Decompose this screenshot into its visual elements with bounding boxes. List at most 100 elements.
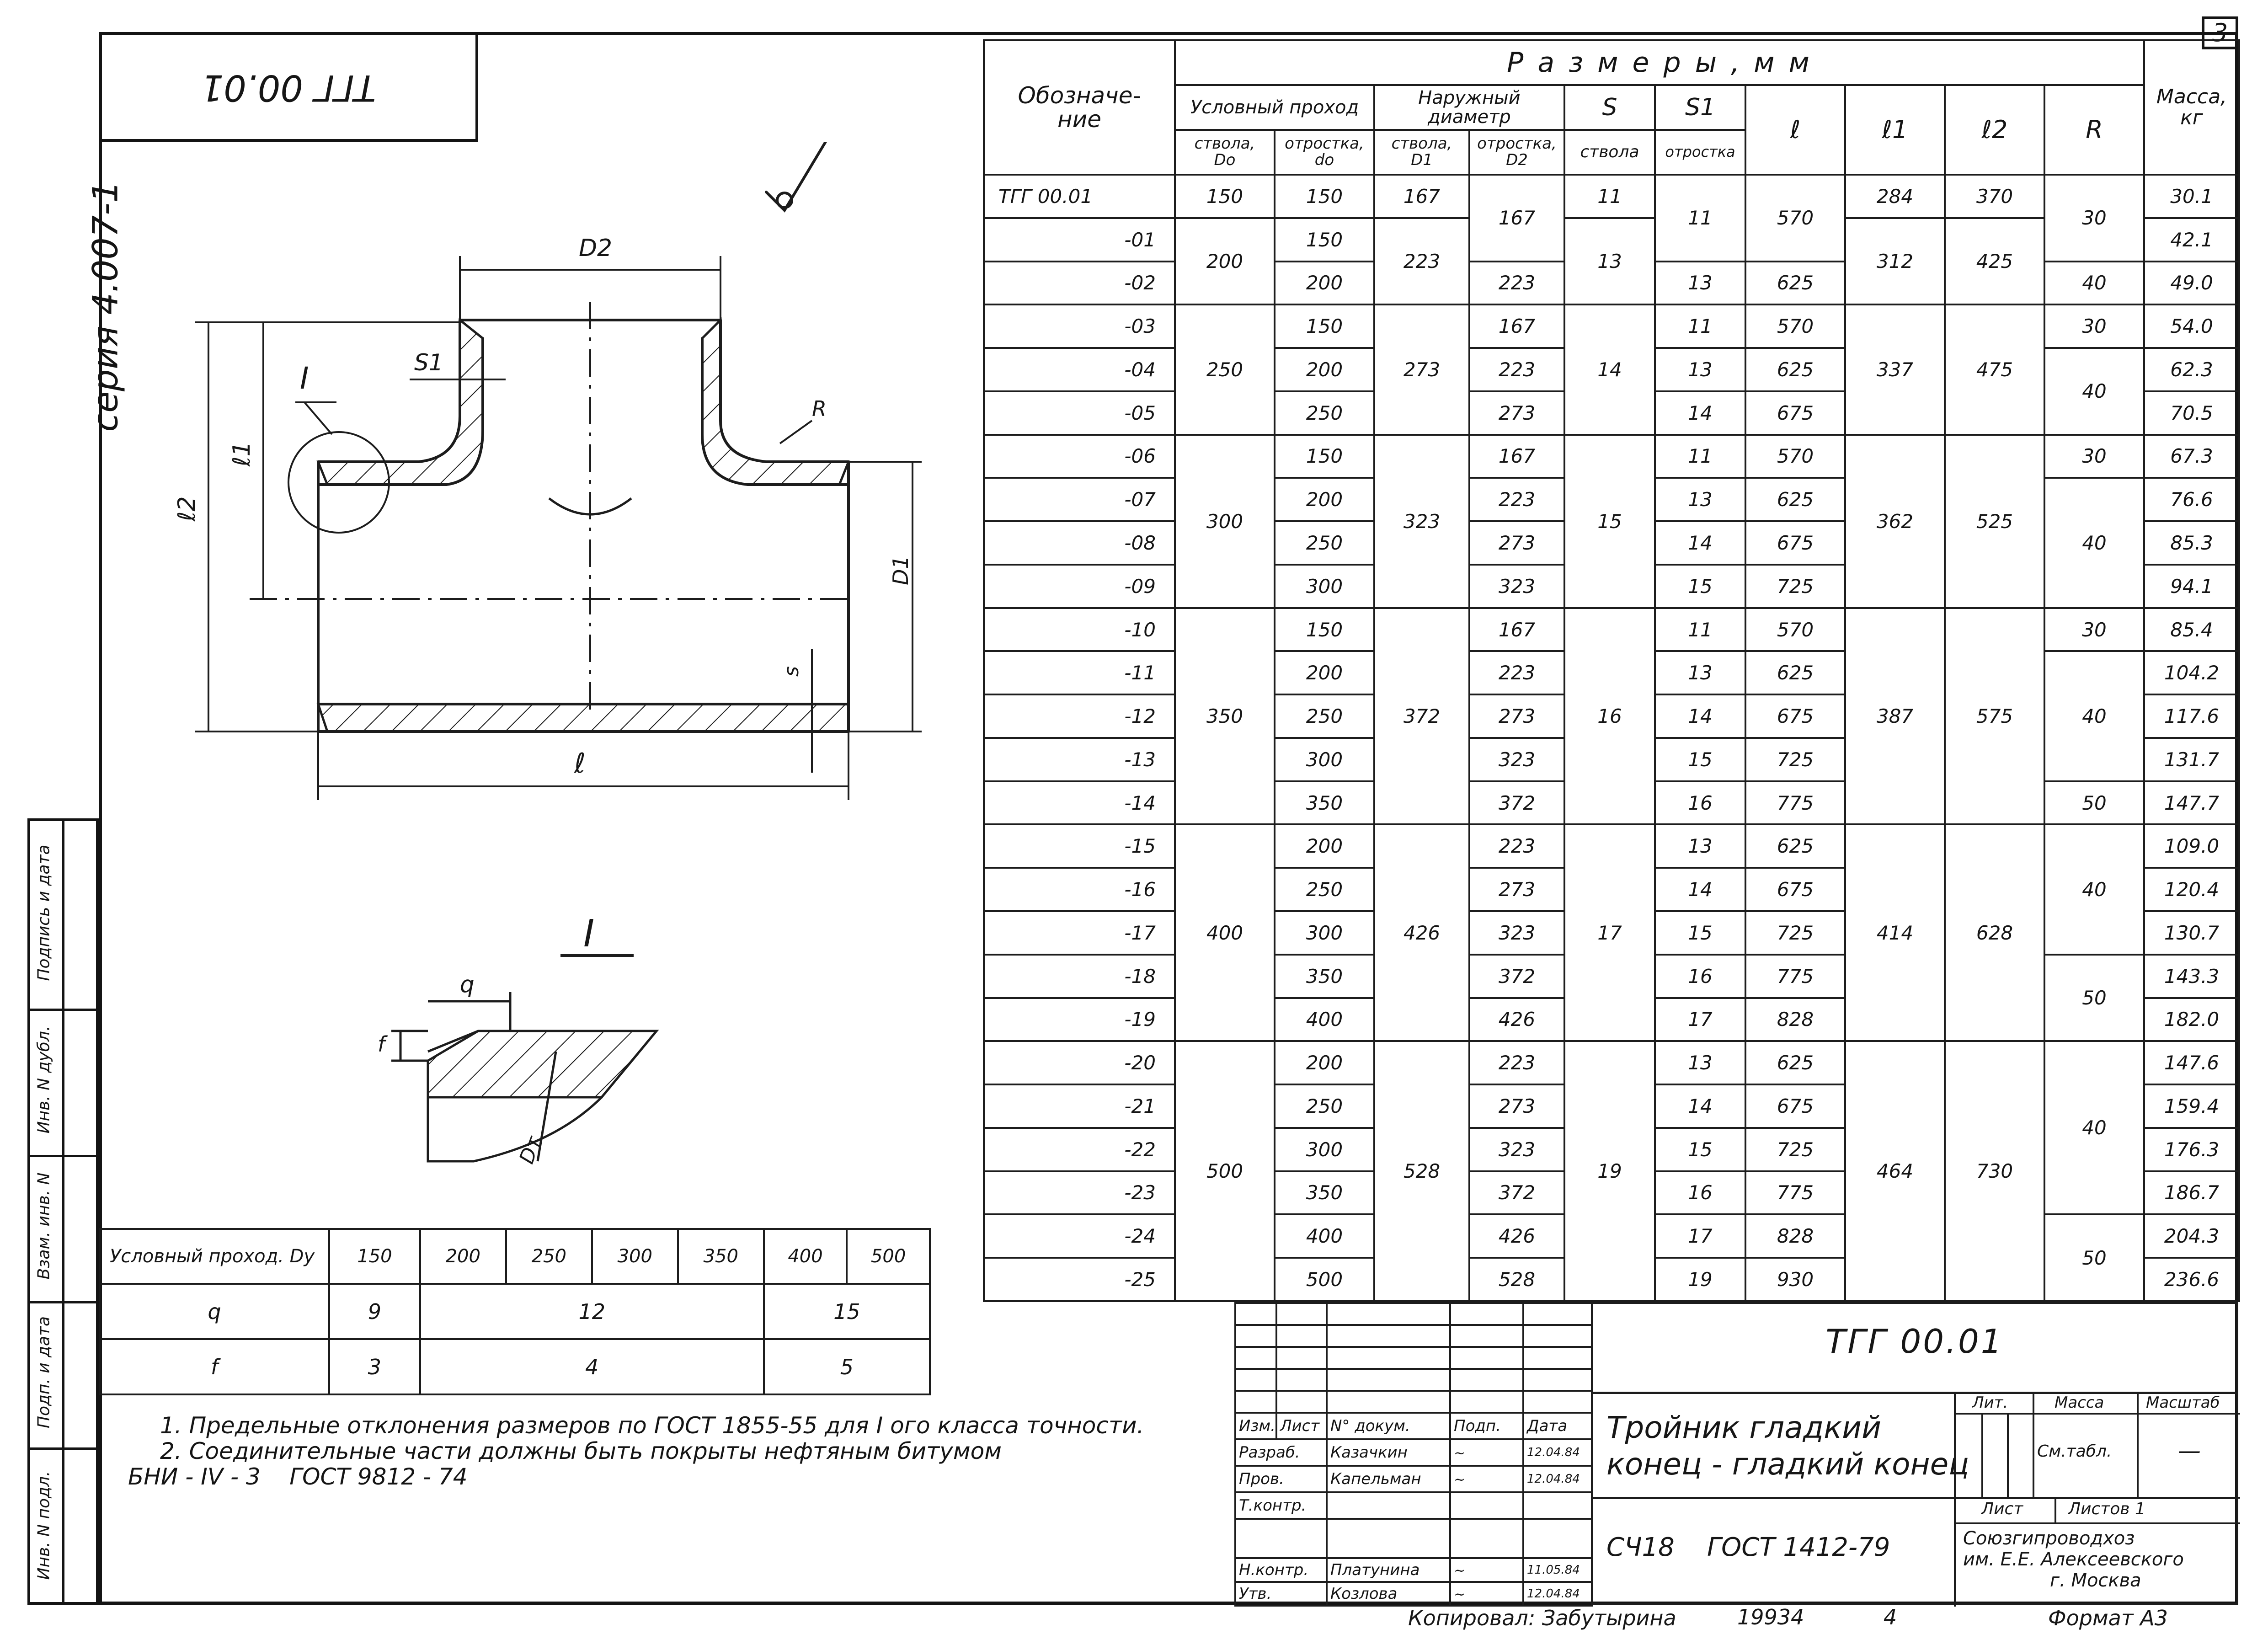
branch-d2-cell: 372 [1468,1170,1565,1216]
designation-cell: -25 [983,1257,1176,1302]
designation-cell: -11 [983,650,1176,696]
detail-dt-leader [536,1051,557,1162]
branch-d2-cell: 273 [1468,867,1565,913]
col-izm: Изм. [1234,1412,1277,1440]
branch-s1-cell: 16 [1654,953,1746,999]
branch-d2-cell: 223 [1468,650,1565,696]
f-value-150: 3 [328,1338,421,1395]
designation-cell: -01 [983,217,1176,262]
designation-cell: -09 [983,563,1176,609]
branch-s1-cell: 11 [1654,304,1746,349]
mass-cell: 42.1 [2143,217,2241,262]
lms-lit-sub-1 [1981,1413,1983,1497]
label-d2: D2 [579,235,612,262]
org-line3: г. Москва [2050,1570,2141,1591]
length-l-cell: 625 [1745,260,1846,306]
side-label-podp-date: Подп. и дата [34,1316,53,1429]
branch-s1-cell: 15 [1654,1127,1746,1172]
length-l1-cell: 464 [1844,1040,1946,1302]
date-developer: 12.04.84 [1522,1438,1593,1467]
branch-d2-cell: 273 [1468,520,1565,566]
label-detail-title: I [583,912,594,956]
length-l2-cell: 370 [1944,174,2045,219]
branch-s1-cell: 14 [1654,520,1746,566]
date-approver: 12.04.84 [1522,1581,1593,1607]
branch-d2-cell: 323 [1468,737,1565,782]
bore-row-header: Условный проход. Dy [98,1228,331,1285]
date-checker: 12.04.84 [1522,1465,1593,1493]
length-l-cell: 725 [1745,737,1846,782]
trunk-d0-cell: 500 [1174,1040,1275,1302]
bore-300: 300 [591,1228,679,1285]
radius-r-cell: 40 [2043,823,2145,956]
lms-bottom [1954,1497,2240,1499]
branch-d0-cell: 150 [1274,433,1375,479]
f-value-400-500: 5 [763,1338,931,1395]
branch-d0-cell: 200 [1274,347,1375,392]
branch-d0-cell: 250 [1274,1084,1375,1129]
title-name-line1: Тройник гладкий [1606,1410,1881,1445]
header-trunk-s: ствола [1564,129,1656,176]
trunk-d0-cell: 300 [1174,433,1275,609]
header-designation: Обозначе- ние [983,39,1176,176]
bore-table-wrap: Условный проход. Dy 150 200 250 300 350 … [98,1228,931,1395]
length-l-cell: 725 [1745,910,1846,956]
branch-d0-cell: 500 [1274,1257,1375,1302]
trunk-d1-cell: 223 [1373,217,1470,306]
length-l1-cell: 362 [1844,433,1946,609]
mass-cell: 236.6 [2143,1257,2241,1302]
lms-div-1 [2033,1392,2034,1497]
header-branch-d0: отростка, do [1274,129,1375,176]
branch-s1-cell: 16 [1654,780,1746,826]
branch-s1-cell: 13 [1654,477,1746,523]
side-stamp-row2 [30,1155,96,1157]
label-detail-i: I [300,361,309,396]
designation-cell: -13 [983,737,1176,782]
branch-d2-cell: 167 [1468,433,1565,479]
name-checker: Капельман [1326,1465,1451,1493]
mass-cell: 54.0 [2143,304,2241,349]
header-l1: ℓ1 [1844,84,1946,176]
trunk-d0-cell: 150 [1174,174,1275,219]
trunk-d1-cell: 273 [1373,304,1470,436]
radius-r-cell: 40 [2043,650,2145,782]
branch-d2-cell: 167 [1468,607,1565,652]
mass-cell: 104.2 [2143,650,2241,696]
trunk-d0-cell: 250 [1174,304,1275,436]
radius-r-cell: 30 [2043,607,2145,652]
length-l-cell: 675 [1745,1084,1846,1129]
col-doc: N° докум. [1326,1412,1451,1440]
branch-s1-cell: 17 [1654,1213,1746,1259]
note-line-1: 1. Предельные отклонения размеров по ГОС… [160,1412,1144,1439]
role-checker: Пров. [1234,1465,1328,1493]
branch-s1-cell: 13 [1654,260,1746,306]
branch-s1-cell: 11 [1654,174,1746,262]
scale-value: — [2178,1437,2201,1464]
length-l-cell: 570 [1745,174,1846,262]
length-l-cell: 725 [1745,1127,1846,1172]
branch-s1-cell: 11 [1654,433,1746,479]
mass-cell: 94.1 [2143,563,2241,609]
mass-cell: 49.0 [2143,260,2241,306]
branch-d0-cell: 150 [1274,304,1375,349]
designation-cell: -02 [983,260,1176,306]
header-nominal-bore: Условный проход [1174,84,1375,131]
length-l-cell: 675 [1745,390,1846,436]
branch-s1-cell: 15 [1654,910,1746,956]
branch-d0-cell: 300 [1274,563,1375,609]
branch-s1-cell: 14 [1654,867,1746,913]
bore-350: 350 [677,1228,765,1285]
mass-cell: 147.6 [2143,1040,2241,1086]
radius-r-cell: 50 [2043,953,2145,1042]
branch-s1-cell: 19 [1654,1257,1746,1302]
radius-r-cell: 50 [2043,780,2145,826]
branch-d0-cell: 300 [1274,910,1375,956]
mass-cell: 147.7 [2143,780,2241,826]
length-l-cell: 775 [1745,953,1846,999]
branch-s1-cell: 13 [1654,823,1746,869]
trunk-d1-cell: 426 [1373,823,1470,1042]
title-vertical-divider [1954,1392,1956,1607]
date-norm-control: 11.05.84 [1522,1557,1593,1583]
branch-s1-cell: 13 [1654,1040,1746,1086]
mass-cell: 70.5 [2143,390,2241,436]
